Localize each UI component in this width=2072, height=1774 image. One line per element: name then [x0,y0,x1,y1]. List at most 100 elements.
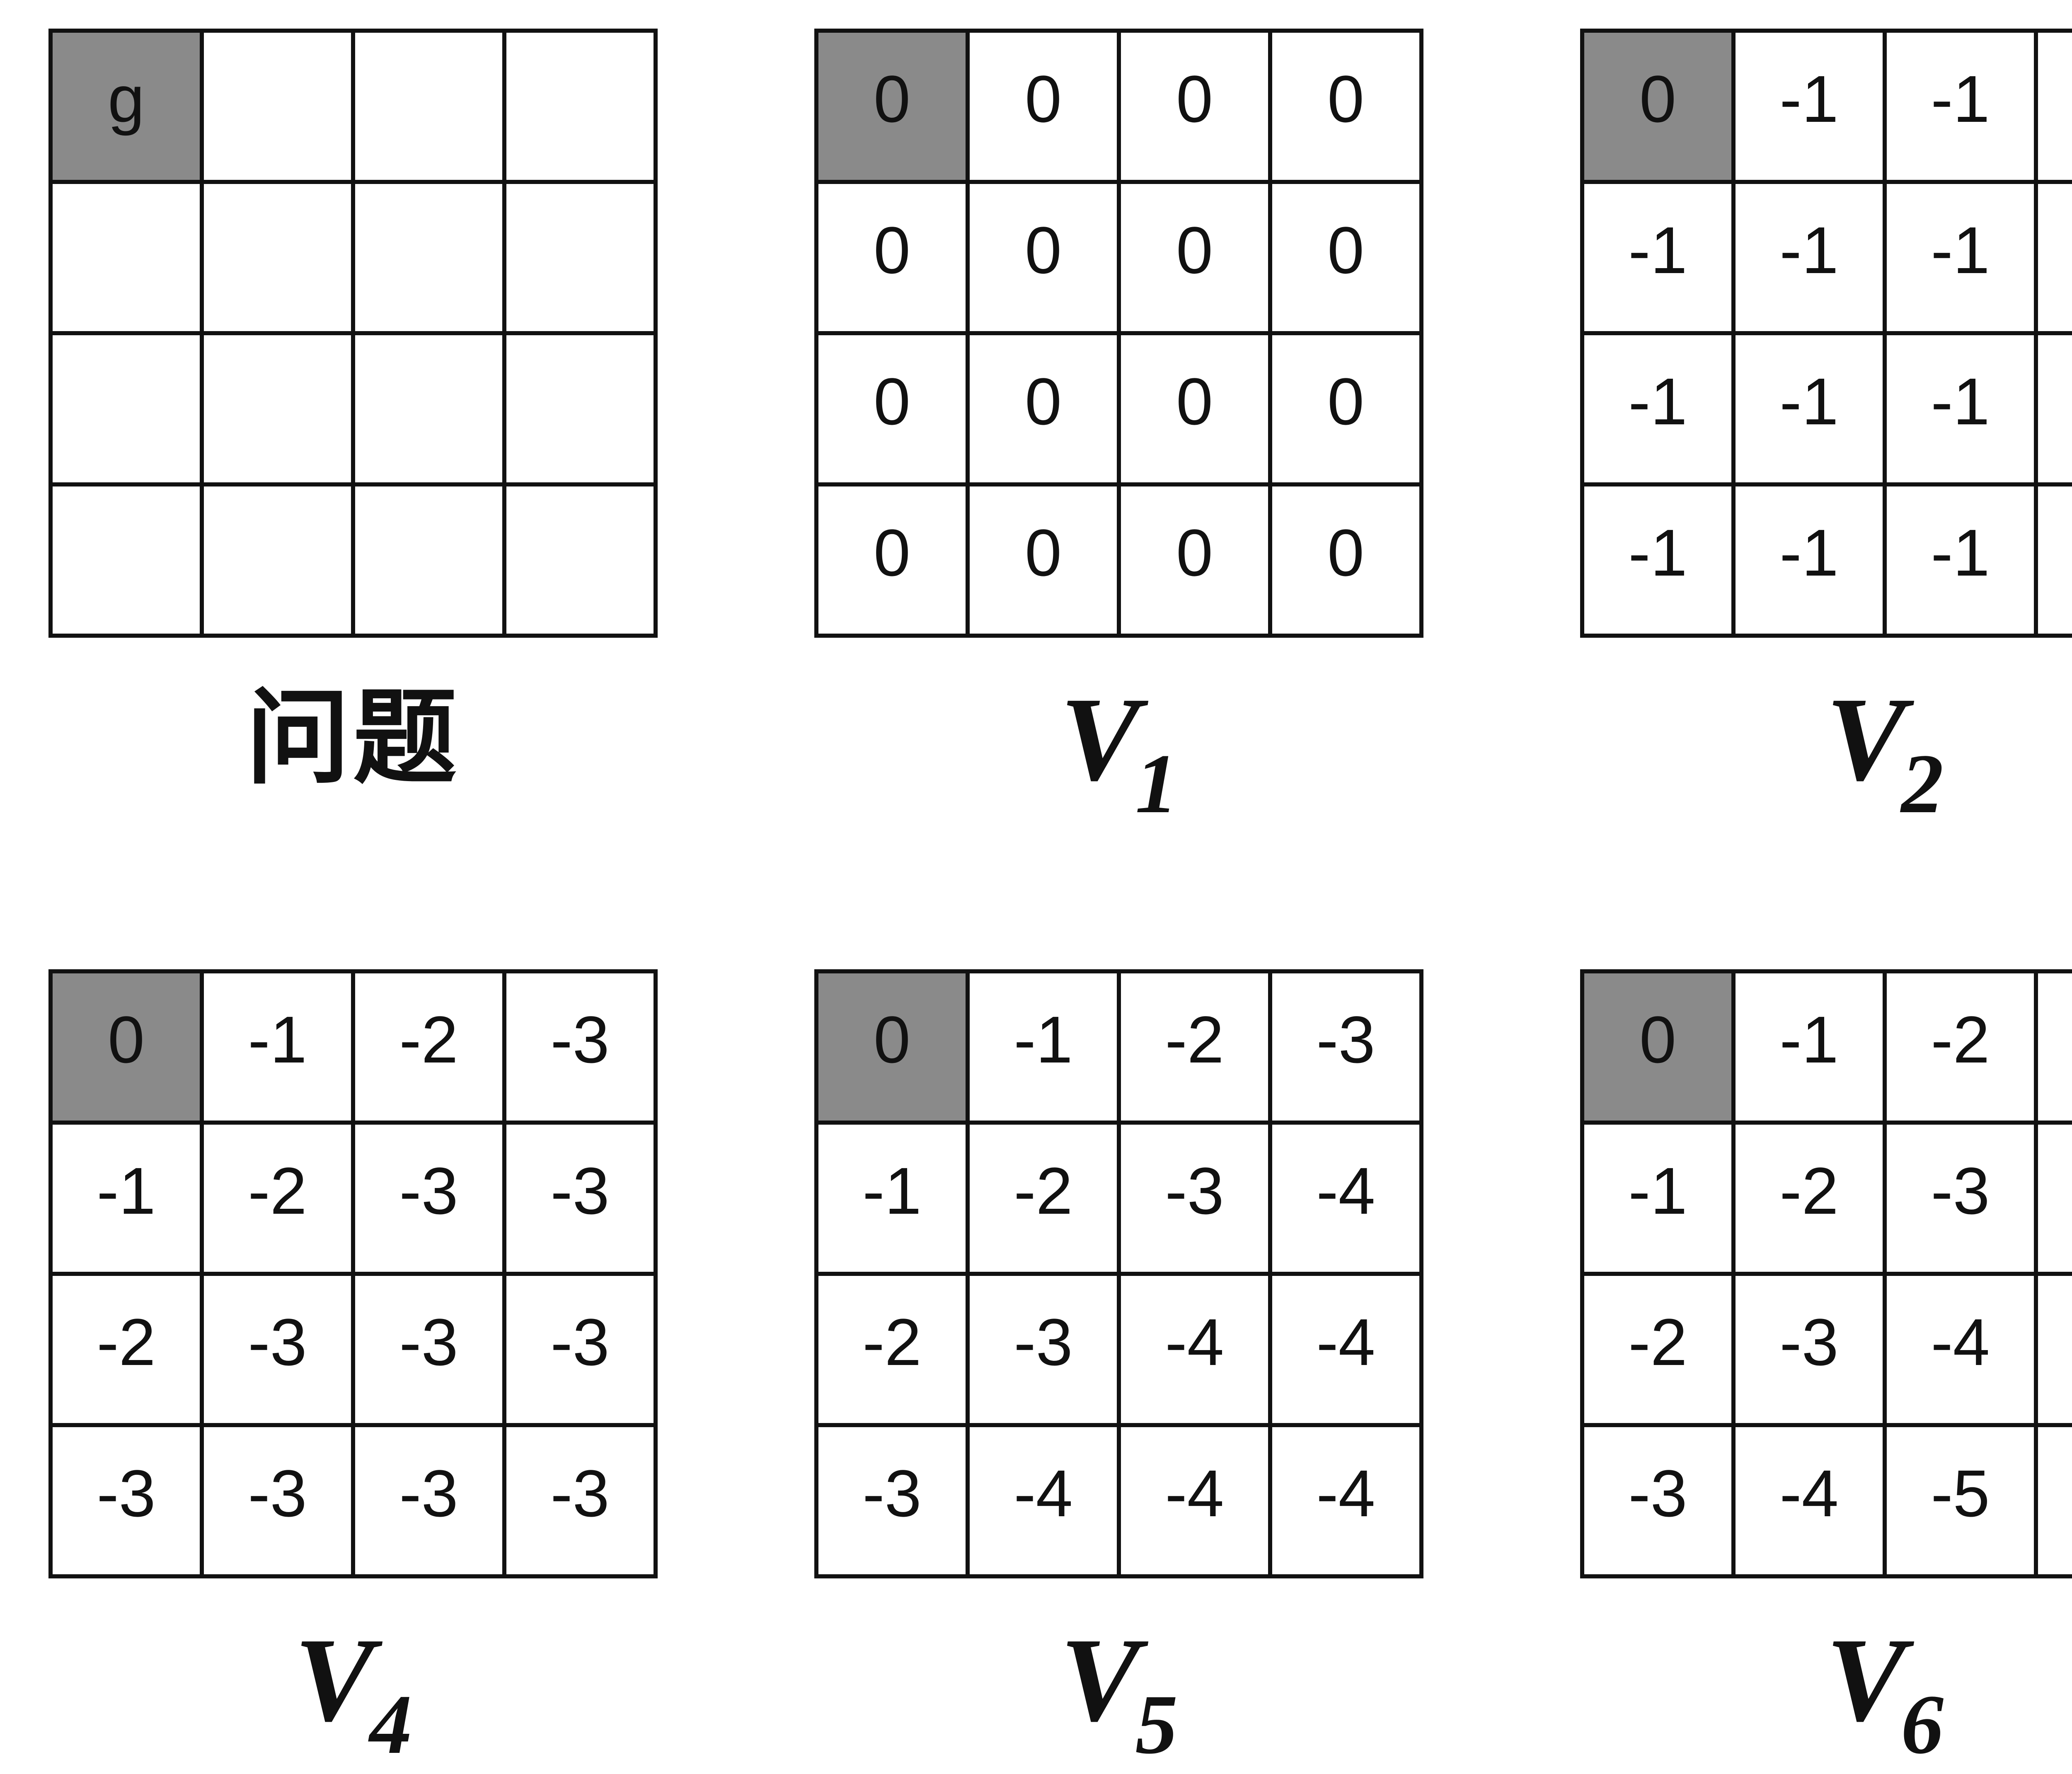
grid-cell: -1 [51,1123,202,1274]
grid-label-subscript: 1 [1135,737,1178,831]
grid-cell: -1 [1733,31,1885,182]
grid-label: V 5 [1060,1620,1178,1767]
grid-cell: -1 [1733,333,1885,484]
grid-cell: 0 [816,333,968,484]
grid-cell: -3 [1885,1123,2036,1274]
grid-cell: 0 [1119,333,1270,484]
grid-cell: -1 [1733,182,1885,333]
grid-cell [504,182,656,333]
grid-cell: -3 [353,1274,504,1425]
grid-cell: -5 [2036,1274,2072,1425]
grid-cell: -1 [968,971,1119,1123]
grid-label: V 2 [1826,673,1944,827]
grid-cell: 0 [1270,31,1421,182]
figure-row-bottom: 0-1-2-3-1-2-3-3-2-3-3-3-3-3-3-3 V 4 0-1-… [0,969,2072,1767]
grid-cell: -2 [1119,971,1270,1123]
grid-cell: -3 [1119,1123,1270,1274]
grid-cell: -4 [2036,1123,2072,1274]
panel-v6: 0-1-2-3-1-2-3-4-2-3-4-5-3-4-5-5 V 6 [1570,969,2072,1767]
grid-cell: -4 [1885,1274,2036,1425]
grid-cell: -4 [1270,1425,1421,1576]
value-grid-v4: 0-1-2-3-1-2-3-3-2-3-3-3-3-3-3-3 [48,969,658,1578]
grid-label-text: V [1826,673,1906,806]
grid-label-subscript: 6 [1901,1677,1944,1772]
grid-cell [202,182,353,333]
goal-cell: 0 [1582,31,1733,182]
grid-cell: -1 [2036,333,2072,484]
grid-label: V 1 [1060,673,1178,827]
grid-cell: -2 [1885,971,2036,1123]
value-grid-v6: 0-1-2-3-1-2-3-4-2-3-4-5-3-4-5-5 [1580,969,2072,1578]
grid-cell: -2 [202,1123,353,1274]
grid-cell: -1 [1582,484,1733,636]
grid-cell: -4 [1119,1274,1270,1425]
grid-cell [202,31,353,182]
grid-cell [504,31,656,182]
grid-cell: -1 [1582,333,1733,484]
panel-v4: 0-1-2-3-1-2-3-3-2-3-3-3-3-3-3-3 V 4 [38,969,668,1767]
grid-cell: -1 [1733,971,1885,1123]
grid-cell: 0 [816,484,968,636]
grid-cell: -3 [353,1123,504,1274]
grid-cell: -1 [1733,484,1885,636]
grid-cell: -3 [202,1274,353,1425]
grid-cell: -1 [816,1123,968,1274]
grid-cell [51,484,202,636]
grid-label: V 6 [1826,1613,1944,1767]
grid-label: V 4 [294,1613,412,1767]
grid-cell: -1 [2036,484,2072,636]
grid-cell: 0 [968,484,1119,636]
value-grid-v2: 0-1-1-1-1-1-1-1-1-1-1-1-1-1-1-1 [1580,29,2072,638]
goal-cell: 0 [51,971,202,1123]
grid-cell: -2 [1733,1123,1885,1274]
grid-cell [353,31,504,182]
panel-problem: g 问题 [38,29,668,820]
grid-cell: -3 [504,971,656,1123]
grid-cell: 0 [1119,484,1270,636]
grid-cell: -4 [968,1425,1119,1576]
grid-label-text: V [294,1613,375,1746]
grid-cell: -1 [2036,31,2072,182]
grid-cell [51,333,202,484]
grid-cell: -3 [202,1425,353,1576]
grid-cell: 0 [816,182,968,333]
grid-cell: -2 [816,1274,968,1425]
grid-cell: -3 [1582,1425,1733,1576]
grid-label-text: V [1060,673,1140,806]
grid-cell: -3 [968,1274,1119,1425]
grid-cell: -3 [504,1123,656,1274]
goal-cell: 0 [1582,971,1733,1123]
grid-cell: -4 [1270,1274,1421,1425]
grid-cell: -1 [1885,333,2036,484]
grid-cell: -2 [1582,1274,1733,1425]
panel-v5: 0-1-2-3-1-2-3-4-2-3-4-4-3-4-4-4 V 5 [804,969,1434,1767]
grid-label: 问题 [246,679,460,820]
grid-cell: -1 [1582,1123,1733,1274]
grid-cell: -1 [1885,484,2036,636]
grid-cell [353,333,504,484]
goal-cell: 0 [816,971,968,1123]
grid-cell: 0 [1270,333,1421,484]
grid-cell [202,484,353,636]
grid-label-text: V [1826,1613,1906,1746]
panel-v2: 0-1-1-1-1-1-1-1-1-1-1-1-1-1-1-1 V 2 [1570,29,2072,827]
grid-cell: -3 [504,1425,656,1576]
grid-cell: 0 [1270,182,1421,333]
goal-cell: 0 [816,31,968,182]
grid-cell [504,333,656,484]
grid-cell: 0 [1119,182,1270,333]
grid-cell: -3 [51,1425,202,1576]
grid-cell [504,484,656,636]
grid-cell: -3 [816,1425,968,1576]
grid-cell: 0 [968,31,1119,182]
grid-cell [202,333,353,484]
grid-cell: -5 [1885,1425,2036,1576]
grid-cell: -1 [1582,182,1733,333]
grid-cell: -3 [1733,1274,1885,1425]
grid-cell: -4 [1733,1425,1885,1576]
grid-cell: -5 [2036,1425,2072,1576]
grid-label-subscript: 2 [1901,737,1944,831]
